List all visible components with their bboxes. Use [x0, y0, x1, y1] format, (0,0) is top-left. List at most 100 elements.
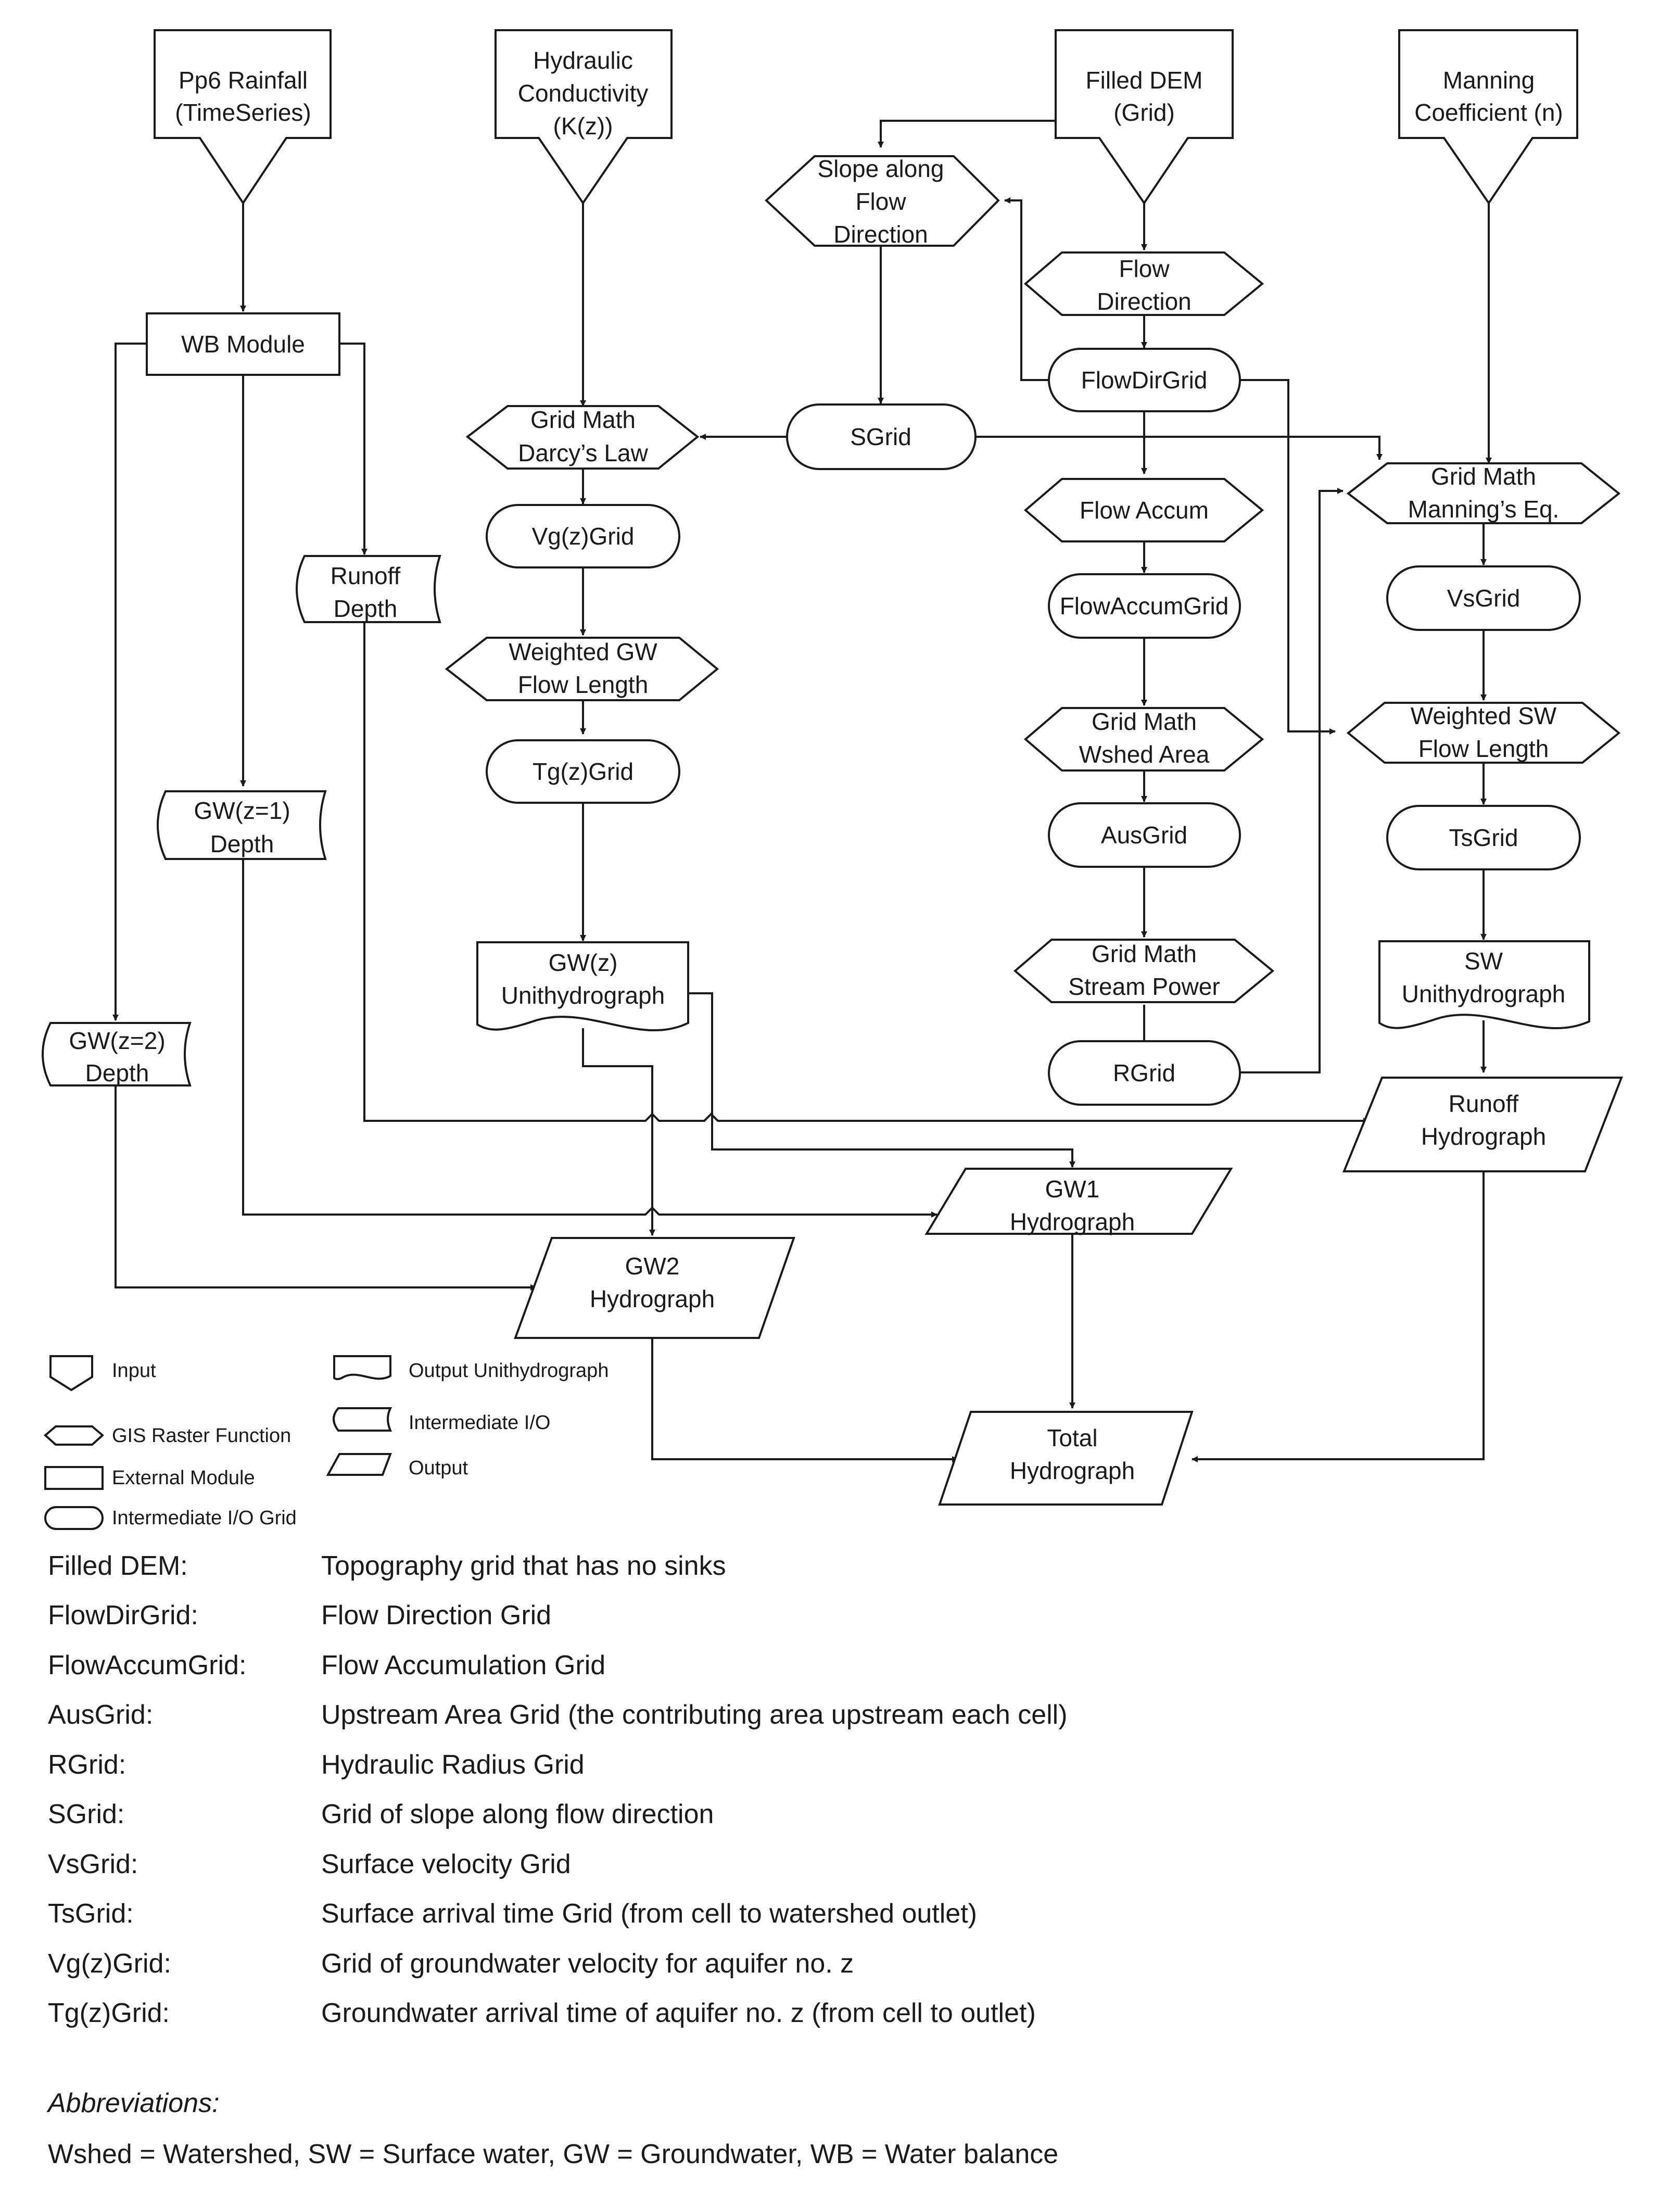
definition-row: SGrid: Grid of slope along flow direction — [48, 1790, 1068, 1840]
grid-tsgrid: TsGrid — [1386, 805, 1581, 870]
gis-slope-along-flow-direction: Slope along Flow Direction — [765, 155, 1000, 248]
flow-accum-label: Flow Accum — [1080, 497, 1209, 524]
rainfall-line-2: (TimeSeries) — [175, 99, 311, 126]
module-wb: WB Module — [146, 312, 340, 376]
output-total-hydrograph: Total Hydrograph — [938, 1411, 1194, 1506]
manning-line-1: Manning — [1443, 67, 1535, 94]
grid-vgz: Vg(z)Grid — [486, 504, 680, 568]
grid-flowaccumgrid: FlowAccumGrid — [1048, 573, 1241, 639]
grid-vsgrid: VsGrid — [1386, 565, 1581, 631]
io-gw2-depth: GW(z=2) Depth — [42, 1022, 192, 1086]
gis-wshed-area: Grid Math Wshed Area — [1023, 707, 1264, 772]
definition-row: Vg(z)Grid: Grid of groundwater velocity f… — [48, 1939, 1068, 1989]
legend-gis-raster-function: GIS Raster Function — [43, 1425, 291, 1447]
conductivity-line-2: Conductivity — [518, 80, 649, 107]
vgz-label: Vg(z)Grid — [532, 523, 635, 550]
runoff-hydrograph-line-1: Runoff — [1449, 1090, 1519, 1117]
rgrid-label: RGrid — [1113, 1059, 1175, 1086]
rainfall-line-1: Pp6 Rainfall — [179, 67, 308, 94]
legend-external-module: External Module — [44, 1466, 255, 1490]
stream-power-line-2: Stream Power — [1068, 973, 1220, 1000]
sw-uh-line-1: SW — [1464, 947, 1503, 975]
definition-meaning: Topography grid that has no sinks — [321, 1550, 726, 1581]
definition-term: Filled DEM: — [48, 1550, 188, 1581]
grid-tgz: Tg(z)Grid — [486, 739, 680, 804]
total-hydrograph-line-1: Total — [1047, 1424, 1097, 1451]
sgrid-label: SGrid — [850, 423, 911, 450]
definition-term: FlowAccumGrid: — [48, 1650, 247, 1680]
darcy-line-2: Darcy’s Law — [518, 439, 648, 466]
gw1-depth-line-2: Depth — [210, 830, 274, 857]
output-gw2-hydrograph: GW2 Hydrograph — [514, 1237, 795, 1339]
definition-row: FlowDirGrid: Flow Direction Grid — [48, 1591, 1068, 1641]
input-manning-coefficient: Manning Coefficient (n) — [1398, 29, 1578, 205]
definition-meaning: Surface velocity Grid — [321, 1849, 571, 1879]
abbreviations-text: Wshed = Watershed, SW = Surface water, G… — [48, 2139, 1059, 2169]
io-runoff-depth: Runoff Depth — [296, 555, 441, 623]
definition-row: AusGrid: Upstream Area Grid (the contribu… — [48, 1690, 1068, 1740]
definition-term: TsGrid: — [48, 1899, 134, 1929]
wshed-area-line-1: Grid Math — [1092, 708, 1197, 735]
definition-term: FlowDirGrid: — [48, 1600, 198, 1631]
gis-mannings-eq: Grid Math Manning’s Eq. — [1346, 462, 1621, 524]
legend-intermediate-io: Intermediate I/O — [333, 1407, 550, 1434]
slope-line-3: Direction — [833, 221, 928, 248]
definition-term: SGrid: — [48, 1799, 125, 1830]
output-runoff-hydrograph: Runoff Hydrograph — [1342, 1077, 1623, 1172]
gw1-depth-line-1: GW(z=1) — [194, 797, 290, 824]
gwz-uh-line-1: GW(z) — [549, 949, 618, 976]
flow-direction-line-2: Direction — [1097, 288, 1192, 315]
definition-row: VsGrid:Surface velocity Grid — [48, 1839, 1068, 1889]
runoff-depth-line-1: Runoff — [331, 562, 401, 589]
input-hydraulic-conductivity: Hydraulic Conductivity (K(z)) — [495, 29, 673, 205]
conductivity-line-3: (K(z)) — [553, 112, 613, 140]
slope-line-2: Flow — [855, 188, 906, 215]
uh-gwz: GW(z) Unithydrograph — [476, 941, 689, 1031]
input-rainfall: Pp6 Rainfall (TimeSeries) — [154, 29, 332, 205]
gw2-depth-line-1: GW(z=2) — [69, 1027, 165, 1054]
grid-flowdirgrid: FlowDirGrid — [1048, 348, 1241, 412]
gis-stream-power: Grid Math Stream Power — [1013, 939, 1275, 1003]
manning-line-2: Coefficient (n) — [1414, 99, 1563, 126]
legend-intermediate-io-label: Intermediate I/O — [409, 1412, 550, 1434]
flowdirgrid-label: FlowDirGrid — [1081, 366, 1208, 394]
gw1-hydrograph-line-2: Hydrograph — [1010, 1208, 1135, 1235]
gis-darcys-law: Grid Math Darcy’s Law — [465, 405, 700, 470]
grid-ausgrid: AusGrid — [1048, 802, 1241, 868]
legend-intermediate-io-grid: Intermediate I/O Grid — [44, 1506, 297, 1530]
uh-sw: SW Unithydrograph — [1378, 940, 1590, 1029]
grid-sgrid: SGrid — [786, 403, 977, 470]
slope-line-1: Slope along — [818, 155, 944, 182]
connectors — [112, 120, 1492, 1462]
definition-term: AusGrid: — [48, 1700, 154, 1730]
definition-row: TsGrid:Surface arrival time Grid (from c… — [48, 1889, 1068, 1939]
output-gw1-hydrograph: GW1 Hydrograph — [924, 1168, 1233, 1235]
definition-term: RGrid: — [48, 1749, 126, 1780]
definitions-table: Filled DEM: Topography grid that has no s… — [48, 1541, 1068, 2038]
definition-meaning: Grid of slope along flow direction — [321, 1799, 714, 1830]
definition-meaning: Flow Direction Grid — [321, 1600, 552, 1631]
runoff-hydrograph-line-2: Hydrograph — [1421, 1123, 1546, 1150]
conductivity-line-1: Hydraulic — [533, 47, 633, 74]
weighted-sw-line-2: Flow Length — [1418, 735, 1549, 762]
gis-weighted-gw-flow-length: Weighted GW Flow Length — [445, 637, 719, 701]
manning-eq-line-2: Manning’s Eq. — [1408, 496, 1560, 523]
definition-meaning: Groundwater arrival time of aquifer no. … — [321, 1998, 1036, 2029]
definition-row: RGrid:Hydraulic Radius Grid — [48, 1740, 1068, 1790]
grid-rgrid: RGrid — [1048, 1040, 1241, 1106]
manning-eq-line-1: Grid Math — [1431, 463, 1536, 490]
gis-flow-direction: Flow Direction — [1023, 251, 1264, 316]
definition-row: Filled DEM: Topography grid that has no s… — [48, 1541, 1068, 1591]
gw2-hydrograph-line-1: GW2 — [625, 1253, 680, 1280]
legend-output: Output — [326, 1453, 468, 1479]
legend-output-label: Output — [409, 1457, 468, 1479]
gw2-depth-line-2: Depth — [85, 1059, 149, 1086]
definition-meaning: Grid of groundwater velocity for aquifer… — [321, 1948, 854, 1979]
gwz-uh-line-2: Unithydrograph — [501, 982, 665, 1009]
wb-module-label: WB Module — [181, 331, 305, 358]
gw1-hydrograph-line-1: GW1 — [1045, 1175, 1100, 1203]
ausgrid-label: AusGrid — [1101, 821, 1187, 849]
stream-power-line-1: Grid Math — [1092, 940, 1197, 967]
definition-meaning: Upstream Area Grid (the contributing are… — [321, 1700, 1068, 1730]
definition-term: Vg(z)Grid: — [48, 1948, 171, 1979]
